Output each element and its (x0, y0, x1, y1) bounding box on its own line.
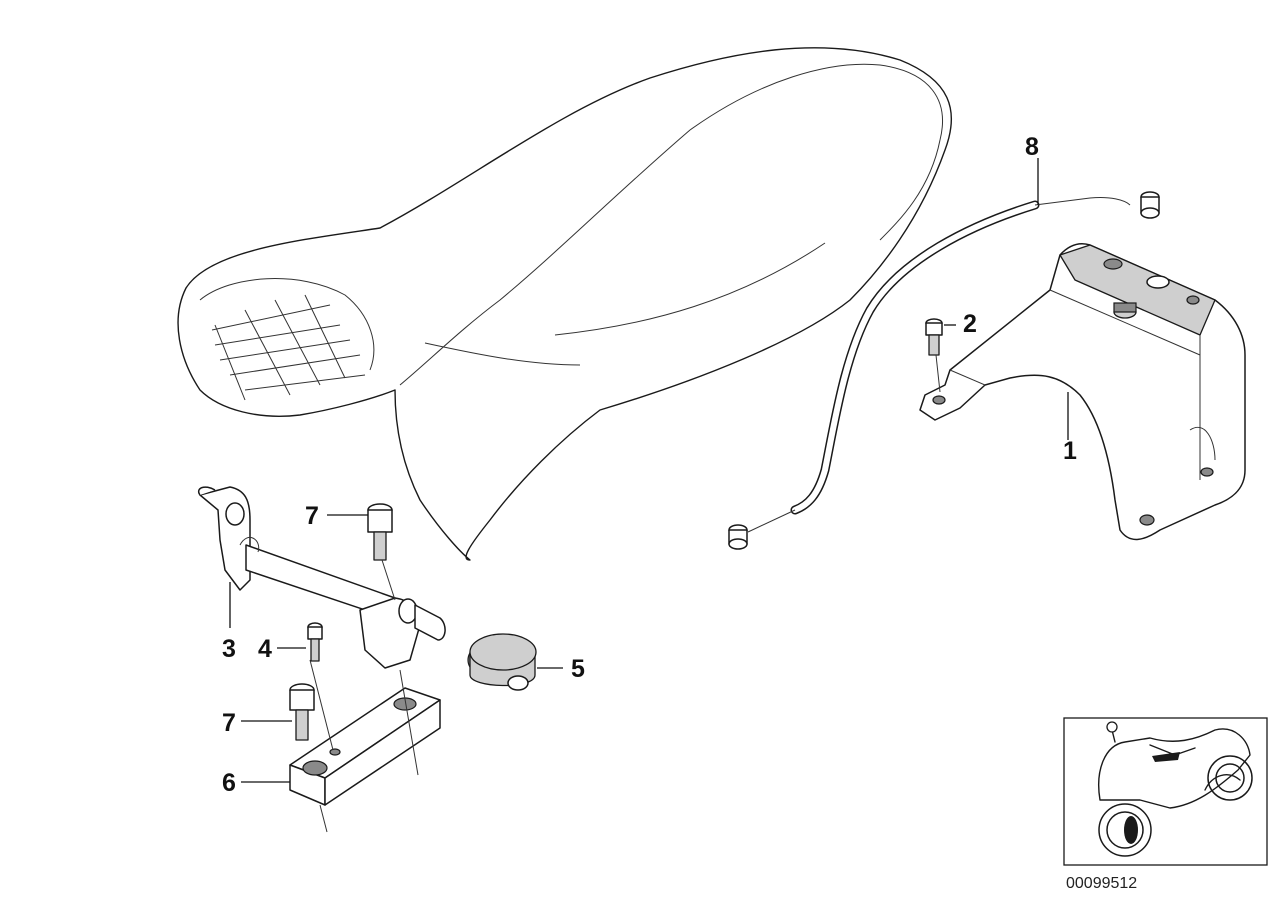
callout-1: 1 (1063, 437, 1077, 465)
release-lever (198, 486, 446, 669)
seat-grab-rail (199, 278, 375, 401)
callout-6: 6 (222, 769, 236, 797)
cable-end-top (1140, 191, 1160, 219)
screw-7-bottom (289, 683, 315, 741)
callout-8: 8 (1025, 133, 1039, 161)
callout-7-bottom: 7 (222, 709, 236, 737)
cable-end-bottom (728, 524, 748, 550)
lock-bracket (919, 243, 1246, 541)
callout-4: 4 (258, 635, 272, 663)
screw-7-top (367, 503, 393, 561)
lock-gear (1113, 302, 1137, 319)
callout-3: 3 (222, 635, 236, 663)
mounting-block (289, 687, 441, 806)
callout-5: 5 (571, 655, 585, 683)
seat (177, 47, 953, 561)
leader-lines (229, 158, 1069, 783)
motorcycle-icon (1098, 721, 1253, 857)
release-cable (728, 191, 1160, 550)
locator-inset: 00099512 (1063, 717, 1268, 892)
reference-number: 00099512 (1066, 875, 1137, 892)
assembly-axes (309, 354, 941, 833)
screw-4 (307, 622, 323, 662)
callout-7-top: 7 (305, 502, 319, 530)
callout-2: 2 (963, 310, 977, 338)
screw-2 (925, 318, 943, 356)
pinion-gear (467, 633, 537, 691)
